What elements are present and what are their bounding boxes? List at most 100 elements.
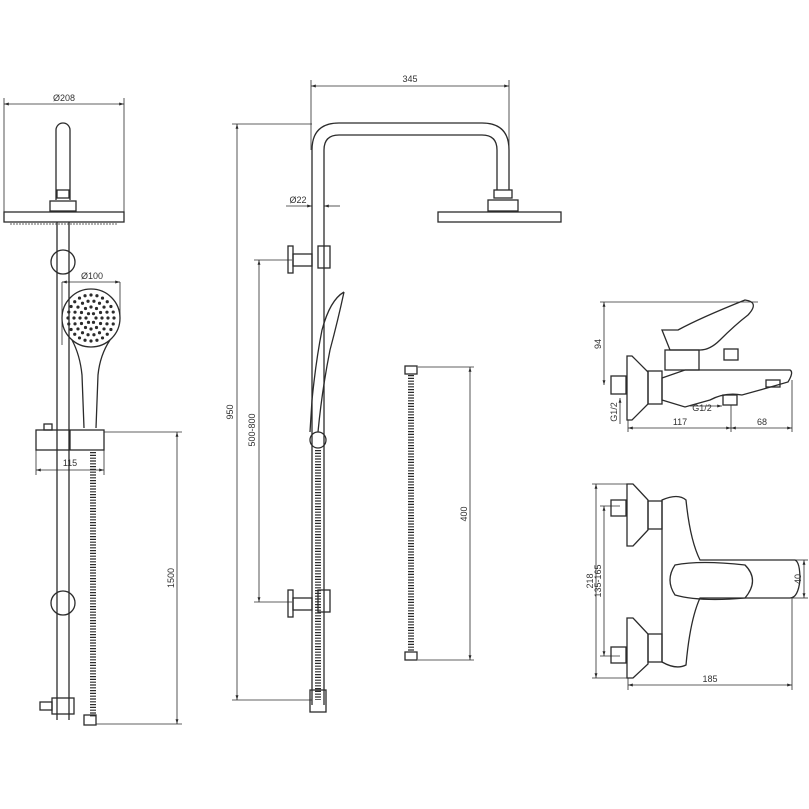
hand-shower-nozzles (66, 293, 116, 343)
nozzle-dot (98, 321, 103, 326)
nozzle-dot (77, 296, 82, 300)
label-mixer-total-depth: 185 (702, 674, 717, 684)
label-arm-reach: 345 (402, 74, 417, 84)
nozzle-dot (67, 322, 71, 326)
mixer-side-view: 94 G1/2 G1/2 117 68 (593, 299, 793, 432)
overhead-arm (311, 122, 510, 210)
nozzle-dot (89, 339, 93, 343)
diverter-side (309, 689, 327, 713)
nozzle-dot (95, 338, 99, 342)
hand-shower-head (61, 288, 121, 348)
overhead-shower-head-side (437, 211, 562, 223)
nozzle-dot (100, 316, 104, 320)
overhead-shower-head (3, 211, 125, 223)
front-view-shower-set: Ø208 Ø100 115 1500 (3, 93, 182, 726)
nozzle-dot (69, 304, 73, 309)
nozzle-dot (100, 296, 105, 300)
nozzle-dot (83, 306, 88, 311)
label-mixer-depth: 117 (673, 417, 687, 427)
label-mixer-width: 218 (585, 573, 595, 588)
side-view-shower-set: 345 Ø22 950 500-800 400 (225, 74, 562, 713)
nozzle-dot (66, 316, 70, 320)
label-outlet-thread: G1/2 (692, 403, 712, 413)
nozzle-dot (73, 332, 77, 336)
mixer-lever (661, 299, 754, 351)
nozzle-dot (97, 331, 102, 335)
label-overhead-diameter: Ø208 (53, 93, 75, 103)
label-inlet-spacing: 135-165 (593, 564, 603, 597)
nozzle-dot (78, 316, 82, 320)
nozzle-dot (94, 316, 98, 320)
nozzle-dot (80, 301, 85, 305)
nozzle-dot (83, 294, 87, 298)
shower-arm (55, 122, 71, 200)
nozzle-dot (73, 322, 77, 326)
label-hand-shower-diameter: Ø100 (81, 271, 103, 281)
nozzle-dot (91, 320, 96, 324)
nozzle-dot (76, 327, 80, 331)
nozzle-dot (102, 327, 106, 331)
label-pipe-diameter: Ø22 (289, 195, 306, 205)
nozzle-dot (73, 310, 77, 314)
nozzle-dot (105, 310, 109, 314)
spout-top (669, 561, 754, 601)
nozzle-dot (69, 327, 73, 332)
label-mixer-height: 94 (593, 339, 603, 349)
label-hose-short: 400 (459, 506, 469, 521)
mixer-body (661, 369, 793, 408)
diverter (51, 697, 75, 715)
wall-bracket-top (287, 245, 294, 274)
wall-bracket-bottom (287, 589, 294, 618)
nozzle-dot (79, 321, 84, 326)
rail-bracket-top (50, 249, 76, 275)
nozzle-dot (94, 325, 99, 330)
nozzle-dot (80, 331, 85, 335)
label-adjustable-range: 500-800 (247, 413, 257, 446)
nozzle-dot (89, 293, 93, 297)
nozzle-dot (84, 316, 88, 320)
nozzle-dot (73, 300, 77, 304)
nozzle-dot (86, 312, 91, 316)
rail-bracket-bottom (50, 590, 76, 616)
nozzle-dot (92, 299, 96, 303)
nozzle-dot (109, 327, 113, 332)
nozzle-dot (100, 336, 105, 340)
nozzle-dot (102, 305, 106, 309)
nozzle-dot (72, 316, 76, 320)
mixer-body-top (661, 495, 801, 668)
diverter-knob (723, 348, 739, 361)
nozzle-dot (91, 312, 96, 316)
label-spout-reach: 68 (757, 417, 767, 427)
nozzle-dot (112, 316, 116, 320)
nozzle-dot (106, 316, 110, 320)
label-inlet-thread: G1/2 (609, 402, 619, 422)
nozzle-dot (89, 305, 93, 309)
nozzle-dot (98, 310, 103, 315)
label-total-height: 950 (225, 404, 235, 419)
nozzle-dot (109, 304, 113, 309)
label-slider-width: 115 (63, 458, 77, 468)
label-hose-length: 1500 (166, 568, 176, 588)
nozzle-dot (94, 306, 99, 311)
nozzle-dot (97, 301, 102, 305)
label-spout-height: 40 (793, 574, 803, 584)
hand-shower-side (309, 291, 345, 433)
nozzle-dot (111, 310, 115, 314)
nozzle-dot (95, 294, 99, 298)
nozzle-dot (83, 338, 87, 342)
nozzle-dot (105, 300, 109, 304)
nozzle-dot (105, 332, 109, 336)
nozzle-dot (83, 325, 88, 330)
nozzle-dot (67, 310, 71, 314)
nozzle-dot (76, 305, 80, 309)
nozzle-dot (92, 333, 96, 337)
nozzle-dot (86, 333, 90, 337)
mixer-top-view: 218 135-165 40 185 (585, 483, 808, 690)
nozzle-dot (86, 320, 91, 324)
nozzle-dot (105, 322, 109, 326)
nozzle-dot (111, 322, 115, 326)
hand-shower-handle (71, 339, 111, 429)
nozzle-dot (79, 310, 84, 315)
